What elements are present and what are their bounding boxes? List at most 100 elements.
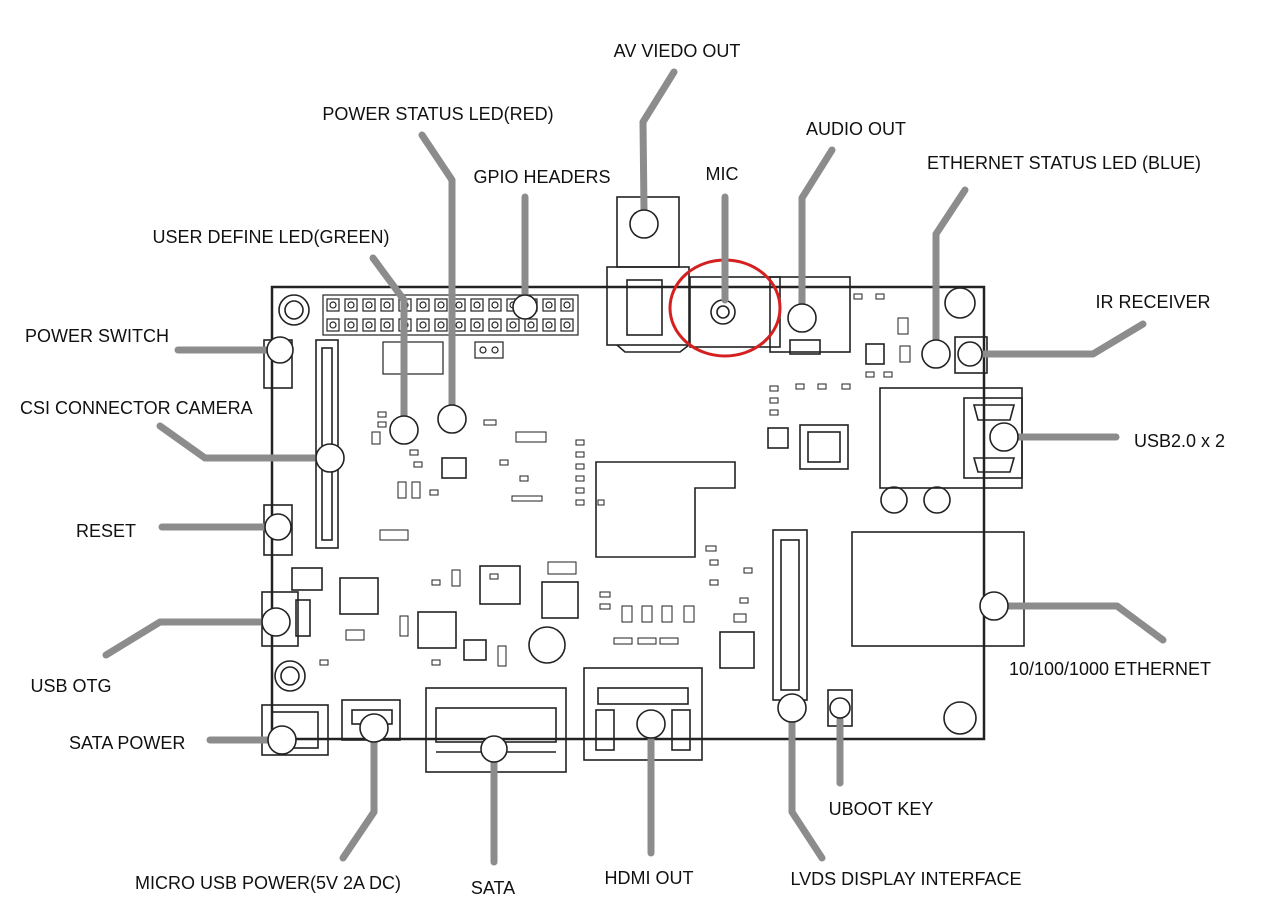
inductor (541, 581, 579, 619)
label-hdmi-out: HDMI OUT (604, 868, 694, 888)
label-uboot-key: UBOOT KEY (828, 799, 934, 819)
gpio-pin (344, 318, 358, 332)
smd-part (483, 419, 497, 426)
mount-hole (278, 294, 310, 326)
smd-components (319, 293, 911, 667)
audio-out-jack (769, 276, 851, 355)
gpio-pin (416, 318, 430, 332)
label-audio-out: AUDIO OUT (805, 119, 907, 139)
label-micro-usb-power: MICRO USB POWER(5V 2A DC) (134, 873, 402, 893)
smd-part (377, 411, 387, 418)
circuit-board (261, 196, 1025, 773)
label-mic: MIC (705, 164, 739, 184)
cpu-chip (595, 461, 736, 558)
leader-end-power-switch (266, 336, 294, 364)
smd-part (769, 385, 779, 392)
gpio-pin (326, 298, 340, 312)
smd-part (795, 383, 805, 390)
gpio-pin-hole (383, 321, 391, 329)
smd-part (739, 597, 749, 604)
gpio-pin (470, 318, 484, 332)
mount-hole (274, 660, 306, 692)
mount-hole (943, 701, 977, 735)
smd-part (853, 293, 863, 300)
gpio-pin-hole (329, 301, 337, 309)
leader-end-ethernet-status-led (921, 339, 951, 369)
label-usb2: USB2.0 x 2 (1134, 431, 1226, 451)
gpio-pin (434, 318, 448, 332)
qfp-chip (799, 424, 849, 470)
leader-end-hdmi-out (636, 709, 666, 739)
leader-ethernet (1004, 602, 1167, 644)
smd-part (431, 579, 441, 586)
gpio-pin-hole (491, 321, 499, 329)
smd-part (411, 481, 421, 499)
smd-part (709, 579, 719, 586)
ethernet-jack (851, 531, 1025, 647)
gpio-pin-hole (473, 301, 481, 309)
smd-part (429, 489, 439, 496)
gpio-pin-hole (455, 321, 463, 329)
gpio-pin-hole (419, 301, 427, 309)
smd-part (519, 475, 529, 482)
leader-csi-connector (156, 422, 320, 462)
leader-end-ethernet (979, 591, 1009, 621)
ic (865, 343, 885, 365)
gpio-pin (416, 298, 430, 312)
smd-part (547, 561, 577, 575)
smd-part (575, 439, 585, 446)
gpio-pin (560, 318, 574, 332)
leader-micro-usb-power (339, 738, 378, 862)
leader-end-user-define-led (389, 415, 419, 445)
leader-end-usb2 (989, 422, 1019, 452)
leader-usb-otg (102, 618, 266, 659)
smd-part (397, 481, 407, 499)
smd-part (575, 451, 585, 458)
pcb-outline (270, 285, 986, 741)
gpio-pin (434, 298, 448, 312)
leader-end-power-status-led (437, 404, 467, 434)
gpio-pin-hole (563, 321, 571, 329)
hdmi-connector (583, 667, 703, 761)
label-power-switch: POWER SWITCH (25, 326, 169, 346)
label-gpio-headers: GPIO HEADERS (473, 167, 611, 187)
smd-part (599, 591, 611, 598)
smd-part (399, 615, 409, 637)
smd-part (319, 659, 329, 666)
small-header (382, 341, 504, 375)
capacitor (528, 626, 566, 664)
smd-part (637, 637, 657, 645)
label-csi-connector-camera: CSI CONNECTOR CAMERA (20, 398, 253, 418)
av-jack (606, 196, 690, 353)
usb-otg-part (295, 599, 311, 637)
gpio-pin (380, 318, 394, 332)
smd-part (575, 475, 585, 482)
smd-part (705, 545, 717, 552)
smd-part (817, 383, 827, 390)
gpio-pin-hole (545, 301, 553, 309)
leader-end-audio-out (787, 303, 817, 333)
leader-end-usb-otg (261, 607, 291, 637)
smd-part (575, 499, 585, 506)
mount-hole (284, 300, 304, 320)
label-ethernet-status-led: ETHERNET STATUS LED (BLUE) (926, 153, 1202, 173)
inductor (339, 577, 379, 615)
label-ethernet: 10/100/1000 ETHERNET (1008, 659, 1212, 679)
smd-part (769, 409, 779, 416)
smd-part (743, 567, 753, 574)
smd-part (841, 383, 851, 390)
leader-ir-receiver (980, 320, 1147, 358)
label-user-define-led: USER DEFINE LED(GREEN) (152, 227, 390, 247)
gpio-pin-hole (563, 301, 571, 309)
leader-end-av-video-out (629, 209, 659, 239)
smd-part (451, 569, 461, 587)
gpio-pin-hole (437, 301, 445, 309)
gpio-pin (560, 298, 574, 312)
gpio-pin (380, 298, 394, 312)
leader-lvds (788, 718, 826, 862)
ic (463, 639, 487, 661)
gpio-pin-hole (347, 321, 355, 329)
gpio-pin-hole (437, 321, 445, 329)
smd-part (897, 317, 909, 335)
